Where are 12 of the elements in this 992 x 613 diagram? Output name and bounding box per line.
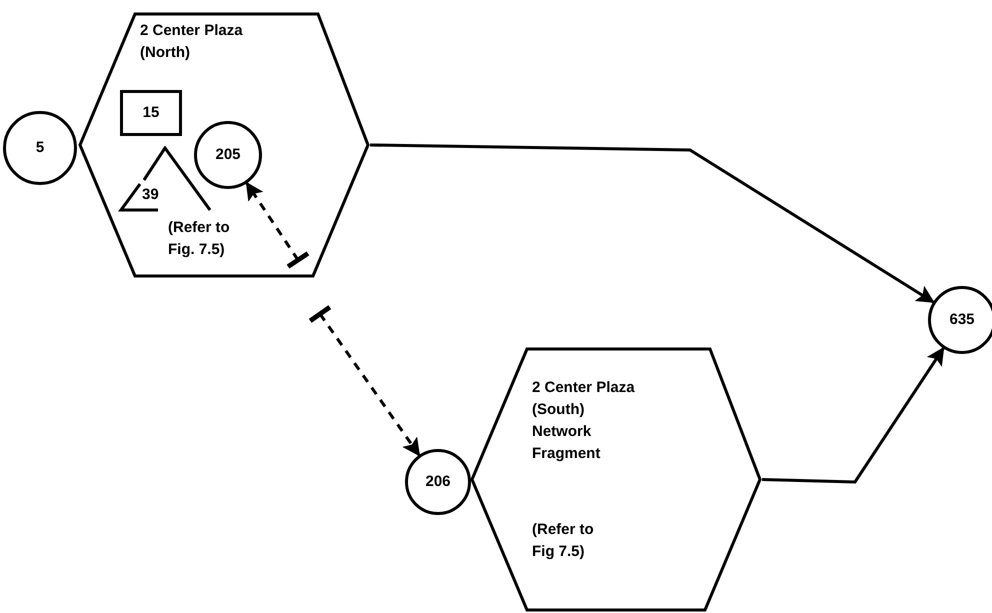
reference-note: (Refer to Fig. 7.5) — [168, 218, 231, 260]
square-node: 15 — [120, 90, 182, 136]
dashed-arrow — [246, 182, 310, 270]
arrow — [370, 144, 935, 304]
reference-note: (Refer to Fig 7.5) — [532, 520, 595, 562]
hexagon-node — [78, 12, 370, 278]
hexagon-node — [470, 347, 762, 612]
arrow — [762, 346, 945, 484]
node-title: 2 Center Plaza (North) — [140, 21, 244, 63]
triangle-node: 39 — [118, 146, 212, 212]
dashed-arrow — [308, 304, 420, 456]
node-title: 2 Center Plaza (South) Network Fragment — [532, 378, 636, 464]
